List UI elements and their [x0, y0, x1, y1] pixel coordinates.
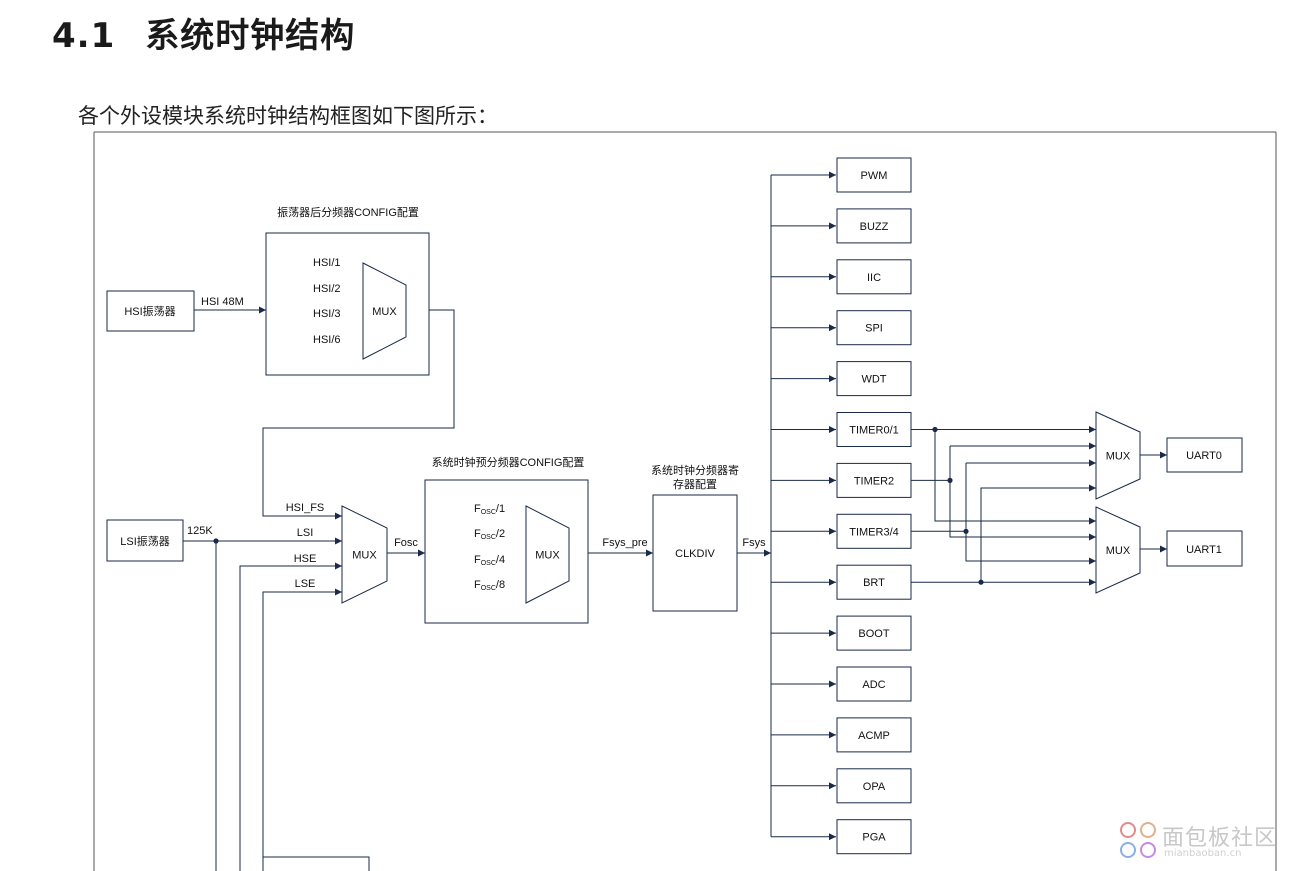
- junction-dot: [213, 538, 219, 544]
- intro-text: 各个外设模块系统时钟结构框图如下图所示：: [78, 104, 498, 128]
- junction-dot: [963, 528, 969, 534]
- peripheral-label: BUZZ: [860, 221, 889, 233]
- uart1-mux: [1095, 506, 1141, 594]
- hsi-signal-label: HSI 48M: [201, 296, 244, 308]
- uart0-box: [1166, 437, 1243, 473]
- peripheral-label: BOOT: [858, 628, 889, 640]
- osc-div-input-label: HSI/1: [313, 257, 341, 269]
- main-mux-input-label: HSE: [294, 553, 317, 565]
- uart1-mux-label: MUX: [1106, 545, 1131, 557]
- osc-div-input-label: HSI/3: [313, 308, 341, 320]
- peripheral-label: IIC: [867, 272, 881, 284]
- section-title: 系统时钟结构: [145, 16, 356, 56]
- peripheral-box-spi: [836, 310, 912, 346]
- peripheral-label: ACMP: [858, 730, 890, 742]
- prediv-input-label: FOSC/8: [474, 579, 505, 592]
- peripheral-label: SPI: [865, 323, 883, 335]
- peripheral-box-buzz: [836, 208, 912, 244]
- peripheral-box-adc: [836, 666, 912, 702]
- peripheral-label: WDT: [861, 374, 886, 386]
- prediv-mux: [525, 505, 570, 604]
- peripheral-label: PWM: [861, 170, 888, 182]
- peripheral-box-timer2: [836, 462, 912, 498]
- peripheral-label: OPA: [863, 781, 886, 793]
- lsi-osc-label: LSI振荡器: [120, 534, 170, 548]
- main-mux-input-label: LSI: [297, 527, 314, 539]
- uart1-label: UART1: [1186, 544, 1222, 556]
- peripheral-box-opa: [836, 768, 912, 804]
- osc-div-input-label: HSI/6: [313, 334, 341, 346]
- watermark-text: 面包板社区: [1162, 826, 1278, 851]
- lsi-signal-label: 125K: [187, 525, 213, 537]
- watermark-logo-icon: [1120, 822, 1156, 858]
- hse-wire: [239, 562, 342, 871]
- uart1-box: [1166, 530, 1243, 567]
- timer01-uart1-wire: [934, 429, 1096, 525]
- lsi-osc-box: [106, 519, 184, 562]
- diagram-frame: [93, 131, 1277, 871]
- fosc-label: Fosc: [394, 537, 418, 549]
- peripheral-box-boot: [836, 615, 912, 651]
- osc-div-input-label: HSI/2: [313, 283, 341, 295]
- junction-dot: [947, 477, 953, 483]
- clkdiv-caption-1: 系统时钟分频器寄: [651, 463, 739, 477]
- prediv-input-label: FOSC/2: [474, 528, 505, 541]
- brt-uart0-wire: [980, 484, 1096, 583]
- fsys-pre-label: Fsys_pre: [602, 537, 647, 549]
- prediv-input-label: FOSC/1: [474, 503, 505, 516]
- peripheral-label: BRT: [863, 577, 885, 589]
- peripheral-label: PGA: [862, 832, 886, 844]
- uart0-mux-label: MUX: [1106, 451, 1131, 463]
- peripheral-box-timer34: [836, 513, 912, 549]
- section-number: 4.1: [52, 16, 116, 56]
- uart0-mux: [1095, 411, 1141, 500]
- lse-wire: [262, 588, 342, 871]
- osc-div-caption: 振荡器后分频器CONFIG配置: [277, 205, 419, 219]
- peripheral-box-pwm: [836, 157, 912, 193]
- prediv-mux-label: MUX: [535, 550, 560, 562]
- peripheral-box-wdt: [836, 361, 912, 397]
- timer34-bus-wire: [965, 463, 1096, 565]
- prediv-caption: 系统时钟预分频器CONFIG配置: [432, 455, 585, 469]
- peripheral-label: TIMER3/4: [849, 526, 899, 538]
- timer2-bus-wire: [949, 446, 1096, 541]
- peripheral-box-timer01: [836, 412, 912, 447]
- clkdiv-caption-2: 存器配置: [673, 477, 717, 491]
- watermark: 面包板社区 mianbaoban.cn: [1118, 820, 1288, 864]
- lse-bottom-wire: [263, 856, 370, 871]
- watermark-subtext: mianbaoban.cn: [1164, 848, 1242, 859]
- junction-dot: [932, 426, 938, 433]
- peripheral-box-acmp: [836, 717, 912, 753]
- main-mux: [341, 505, 388, 604]
- junction-dot: [978, 579, 984, 585]
- peripheral-box-iic: [836, 259, 912, 295]
- peripheral-box-brt: [836, 564, 912, 600]
- peripheral-label: TIMER0/1: [849, 425, 899, 437]
- osc-div-mux: [362, 262, 407, 360]
- hsi-fs-wire: [262, 309, 455, 520]
- main-mux-input-label: LSE: [295, 578, 316, 590]
- osc-div-mux-label: MUX: [372, 306, 397, 318]
- main-mux-input-label: HSI_FS: [286, 502, 325, 514]
- prediv-input-label: FOSC/4: [474, 554, 505, 567]
- main-mux-label: MUX: [352, 550, 377, 562]
- clkdiv-box: [652, 494, 738, 612]
- fsys-label: Fsys: [742, 537, 766, 549]
- peripheral-label: ADC: [862, 679, 885, 691]
- peripheral-label: TIMER2: [854, 475, 894, 487]
- hsi-osc-box: [106, 290, 195, 332]
- section-heading: 4.1 系统时钟结构: [52, 8, 355, 57]
- peripheral-box-pga: [836, 819, 912, 855]
- uart0-label: UART0: [1186, 450, 1222, 462]
- hsi-osc-label: HSI振荡器: [124, 304, 175, 318]
- clkdiv-label: CLKDIV: [675, 548, 715, 560]
